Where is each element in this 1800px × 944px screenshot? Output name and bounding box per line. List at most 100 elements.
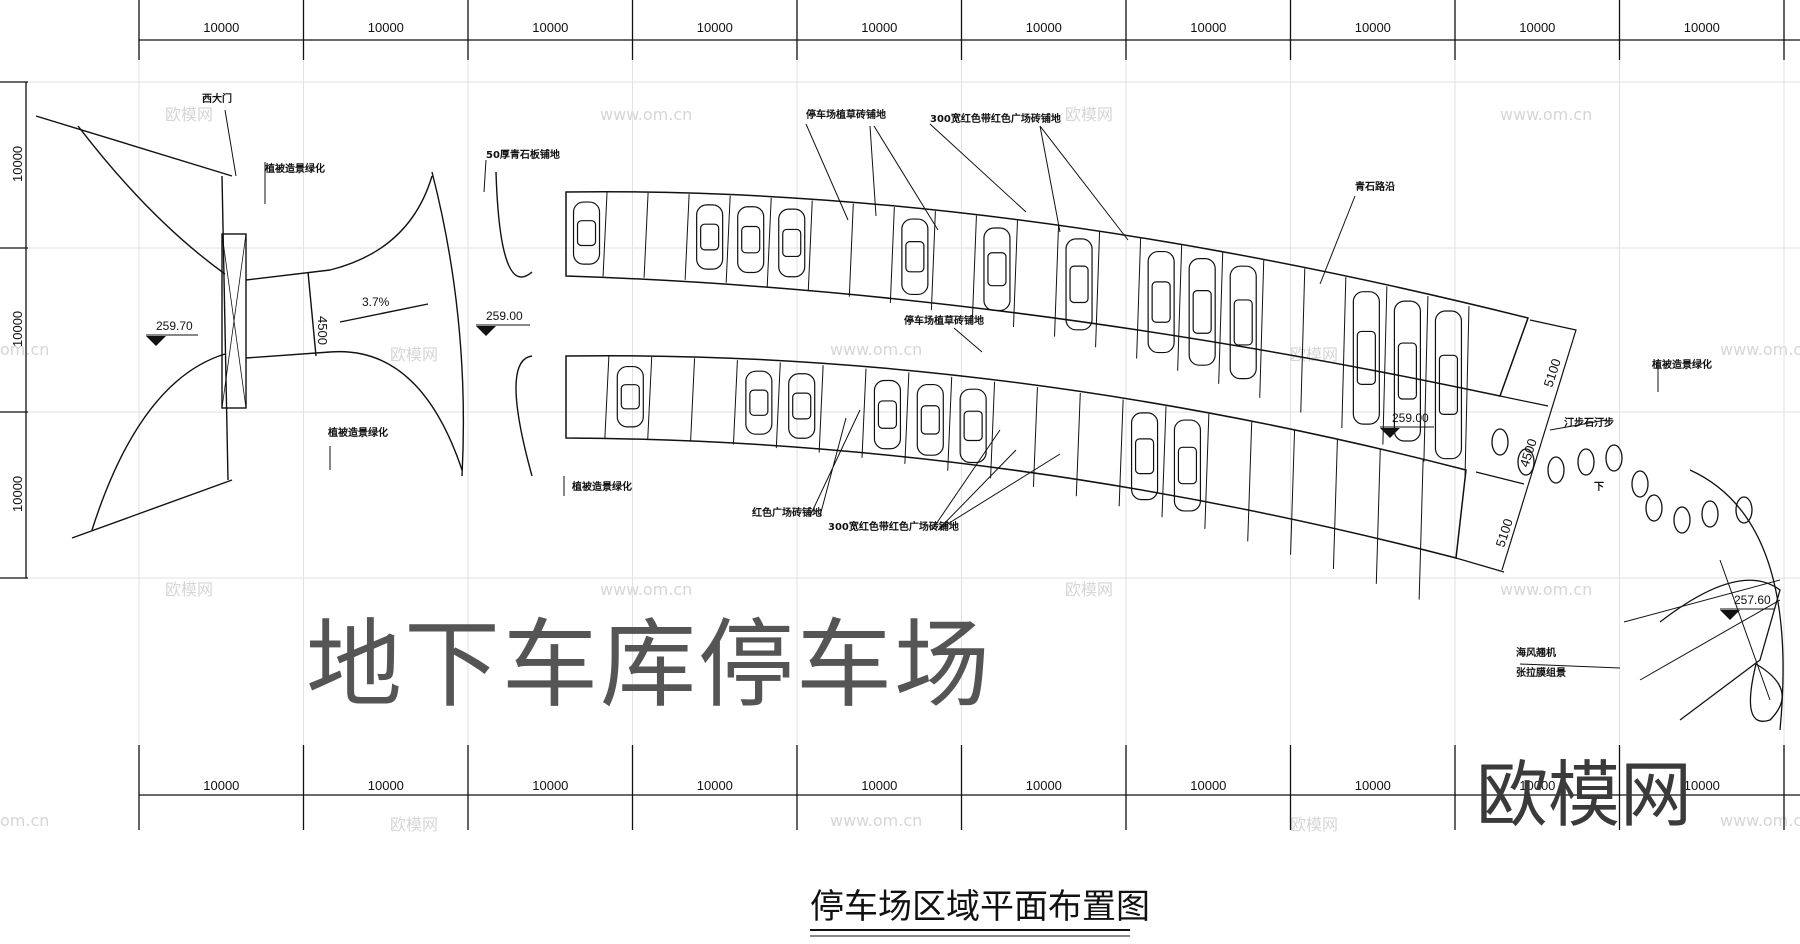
watermark-cn: 欧模网 (1290, 815, 1338, 834)
dimension-label-top: 10000 (1190, 20, 1226, 35)
car (983, 227, 1011, 312)
slope-label: 3.7% (362, 295, 390, 309)
car-roof (1134, 438, 1155, 475)
stall-line (1161, 406, 1167, 518)
elevation-label: 259.70 (156, 319, 193, 333)
stall-line (990, 381, 996, 479)
road-edge (431, 171, 465, 477)
stall-line (643, 192, 649, 278)
dimension-label-top: 10000 (1355, 20, 1391, 35)
dimension-label: 4500 (1517, 437, 1540, 469)
annotation-planting: 植被造景绿化 (327, 426, 388, 439)
car (1173, 419, 1202, 512)
annotation-lot-paving: 停车场植草砖铺地 (904, 314, 984, 327)
plaza-arc (1689, 469, 1784, 731)
car-roof (1397, 342, 1417, 400)
planting-edge (91, 353, 226, 531)
road-width-label: 4500 (315, 316, 330, 345)
road-edge (245, 350, 463, 471)
annotation-west-gate: 西大门 (202, 92, 232, 105)
car (1434, 310, 1463, 460)
watermark-url: www.om.cn (1500, 105, 1592, 124)
stall-line (861, 368, 867, 458)
stall-line (1418, 458, 1424, 600)
elevation-label: 259.00 (486, 309, 523, 323)
stall-line (732, 360, 738, 445)
car-roof (1438, 354, 1459, 415)
watermark-layer: 欧模网 www.om.cn 欧模网 www.om.cn om.cn 欧模网 ww… (0, 105, 1800, 834)
car-roof (920, 405, 940, 435)
dimension-labels: 10000 10000 10000 10000 10000 10000 10000 10000… (10, 20, 1720, 793)
stall-line (1095, 231, 1101, 348)
annotation-red-tile: 红色广场砖铺地 (752, 506, 822, 519)
car (778, 208, 806, 278)
stall-line (1218, 252, 1224, 384)
dimension-label-top: 10000 (203, 20, 239, 35)
stall-line (971, 215, 977, 319)
annotation-down: 下 (1594, 481, 1604, 493)
brand-logo: 欧模网 (1476, 753, 1692, 837)
car (873, 379, 902, 450)
stall-line (1054, 225, 1060, 337)
car-roof (1192, 290, 1212, 334)
dimension-label-bottom: 10000 (1519, 778, 1555, 793)
parked-cars (572, 201, 1463, 512)
elevation-triangle (146, 336, 166, 346)
dimension-label-top: 10000 (861, 20, 897, 35)
east-area (1491, 428, 1784, 731)
dimension-label-bottom: 10000 (861, 778, 897, 793)
watermark-cn: 欧模网 (165, 105, 213, 124)
stall-line (775, 362, 781, 449)
car (901, 218, 929, 296)
car-roof (782, 228, 802, 258)
stall-line (1332, 439, 1338, 569)
road-edge (245, 175, 433, 281)
stall-line (1259, 260, 1265, 398)
car (572, 201, 601, 265)
dimension-label-left: 10000 (10, 476, 25, 512)
watermark-url: www.om.cn (1500, 580, 1592, 599)
road-edge (515, 355, 533, 477)
stall-line (1375, 448, 1381, 584)
stall-line (647, 357, 653, 440)
road-edge (495, 171, 533, 278)
dimension-label-bottom: 10000 (368, 778, 404, 793)
stall-line (1012, 220, 1018, 327)
dimension-label-top: 10000 (1026, 20, 1062, 35)
stall-line (766, 197, 772, 287)
drawing-caption: 停车场区域平面布置图 (810, 887, 1150, 927)
stall-line (604, 356, 610, 439)
dimension-label-bottom: 10000 (203, 778, 239, 793)
car (745, 370, 773, 435)
stall-line (1382, 286, 1388, 445)
right-dimension-chain (1455, 319, 1577, 573)
watermark-url: www.om.cn (1720, 811, 1800, 830)
watermark-cn: 欧模网 (165, 580, 213, 599)
dimension-label-bottom: 10000 (532, 778, 568, 793)
road-dimension (307, 271, 317, 357)
dimension-label-top: 10000 (532, 20, 568, 35)
annotation-bluestone-path: 青石路沿 (1355, 180, 1395, 193)
dimension-label-left: 10000 (10, 311, 25, 347)
annotations: 西大门 植被造景绿化 50厚青石板铺地 停车场植草砖铺地 300宽红色带红色广场… (202, 92, 1712, 679)
dimension-label-bottom: 10000 (1026, 778, 1062, 793)
watermark-cn: 欧模网 (390, 345, 438, 364)
car (1147, 250, 1175, 354)
watermark-url-short: om.cn (0, 340, 49, 359)
watermark-cn: 欧模网 (390, 815, 438, 834)
car-roof (792, 392, 812, 420)
car-roof (1177, 446, 1198, 485)
watermark-cn: 欧模网 (1065, 105, 1113, 124)
car (696, 204, 724, 270)
elevation-markers: 259.70 259.00 259.00 257.60 (146, 309, 1774, 620)
stall-line (1341, 277, 1347, 429)
car (1130, 412, 1159, 501)
watermark-url: www.om.cn (830, 340, 922, 359)
big-title: 地下车库停车场 (306, 609, 992, 721)
watermark-url-short: om.cn (0, 811, 49, 830)
dimension-label: 5100 (1541, 357, 1564, 389)
elevation-triangle (1380, 428, 1400, 438)
car-roof (741, 225, 761, 254)
stall-line (904, 372, 910, 464)
dimension-label-bottom: 10000 (1355, 778, 1391, 793)
